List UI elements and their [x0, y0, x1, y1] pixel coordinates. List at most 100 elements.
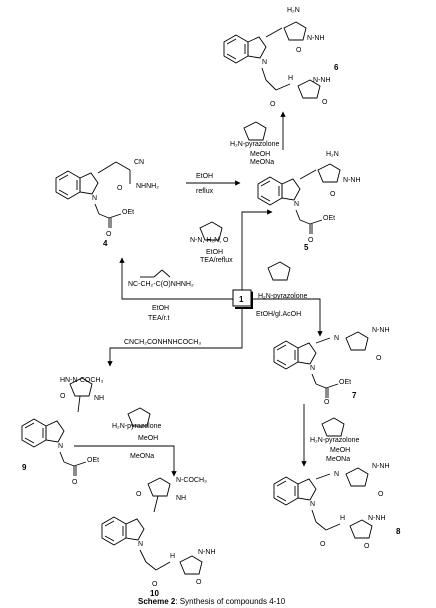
r15-cond-1: EtOH: [206, 249, 223, 256]
svg-text:N: N: [310, 365, 315, 372]
c4-ethoxy: OEt: [122, 209, 134, 216]
svg-text:N: N: [262, 59, 267, 66]
svg-text:N: N: [58, 443, 63, 450]
r910-cond-2: MeONa: [130, 453, 154, 460]
compound-9: HN-N-COCH₃ O NH N OEt O 9: [21, 377, 104, 486]
c4-ester-oxo: O: [106, 231, 112, 238]
svg-text:N: N: [138, 541, 143, 548]
arrow-1-to-5: [241, 209, 273, 290]
r17-cond-1: EtOH/gl.AcOH: [256, 311, 301, 318]
reagent-1-to-5: N-N, H₂N, O EtOH TEA/reflux: [190, 221, 233, 264]
compound-5-number: 5: [304, 243, 309, 252]
svg-text:Scheme 2: Synthesis of compoun: Scheme 2: Synthesis of compounds 4-10: [138, 597, 286, 606]
r45-cond-2: reflux: [196, 188, 214, 195]
caption-text: : Synthesis of compounds 4-10: [175, 597, 285, 606]
compound-8: N N N-NH O O H N-NH O 8: [273, 463, 401, 550]
c4-nitrile: CN: [134, 159, 144, 166]
c7-ring-oxo: O: [376, 355, 382, 362]
r14-cond-2: TEA/r.t: [148, 315, 169, 322]
scheme-caption: Scheme 2: Synthesis of compounds 4-10: [138, 597, 286, 606]
compound-10-number: 10: [150, 589, 159, 598]
compound-7-number: 7: [352, 391, 357, 400]
compound-7: N N N-NH O OEt O 7: [273, 327, 390, 406]
c5-amine: H₂N: [326, 151, 339, 158]
svg-text:N: N: [310, 501, 315, 508]
arrow-1-to-4: [119, 257, 233, 300]
c7-ethoxy: OEt: [339, 379, 351, 386]
arrow-1-to-7: [252, 298, 323, 337]
compound-1-box: 1: [232, 289, 253, 309]
c4-hydrazide: NHNH₂: [136, 183, 159, 190]
svg-text:N: N: [294, 201, 299, 208]
c4-carbonyl-oxo: O: [117, 185, 123, 192]
c8-imine-n: N: [334, 471, 339, 478]
compound-4-number: 4: [103, 239, 108, 248]
c8-ring2-nh: N-NH: [368, 515, 386, 522]
c9-ring-oxo: O: [60, 393, 66, 400]
c9-ester-oxo: O: [72, 479, 78, 486]
r910-cond-1: MeOH: [138, 435, 158, 442]
c8-ring-nh: N-NH: [372, 463, 390, 470]
compound-8-number: 8: [396, 527, 401, 536]
reagent-7-to-8: H₂N-pyrazolone MeOH MeONa: [310, 417, 360, 463]
arrow-1-to-9: [107, 308, 243, 367]
r45-cond-1: EtOH: [196, 173, 213, 180]
c10-ring2-oxo: O: [196, 579, 202, 586]
reagent-9-to-10: H₂N-pyrazolone MeOH MeONa: [112, 407, 162, 460]
c10-amide-nh: H: [170, 553, 175, 560]
r56-amine: H₂N-pyrazolone: [230, 141, 280, 148]
r17-amine: H₂N-pyrazolone: [258, 293, 308, 300]
c10-imino: NH: [176, 495, 186, 502]
compound-5: N H₂N N-NH O OEt O 5: [257, 151, 361, 252]
c7-ring-nh: N-NH: [372, 327, 390, 334]
c5-ethoxy: OEt: [323, 215, 335, 222]
r14-reagent: NC-CH₂-C(O)NHNH₂: [128, 281, 194, 288]
c6-ring2-oxo: O: [322, 99, 328, 106]
c10-ring-oxo: O: [136, 491, 142, 498]
c6-amine: H₂N: [287, 7, 300, 14]
compound-4: N CN O NHNH₂ OEt O 4: [55, 159, 159, 248]
c10-amide-oxo: O: [152, 581, 158, 588]
c6-ring2-nh: N-NH: [313, 77, 331, 84]
r78-cond-2: MeONa: [326, 456, 350, 463]
r15-cond-2: TEA/reflux: [200, 257, 233, 264]
c9-ethoxy: OEt: [87, 457, 99, 464]
c10-ring2-nh: N-NH: [198, 549, 216, 556]
compound-6: N H₂N N-NH O O H N-NH O 6: [223, 7, 339, 108]
compound-10: N-COCH₃ O NH N O H N-NH O 10: [101, 477, 216, 598]
c5-ring-nh: N-NH: [343, 177, 361, 184]
r19-reagent: CNCH₂CONHNHCOCH₃: [124, 339, 201, 346]
c7-imine-n: N: [334, 335, 339, 342]
compound-1-number: 1: [239, 295, 244, 304]
c8-amide-nh: H: [340, 515, 345, 522]
arrow-9-to-10: [74, 445, 177, 477]
c9-ring-top: HN-N-COCH₃: [60, 377, 103, 384]
c9-imino: NH: [94, 395, 104, 402]
c8-ring-oxo: O: [378, 491, 384, 498]
r910-amine: H₂N-pyrazolone: [112, 423, 162, 430]
c6-amide-nh: H: [288, 75, 293, 82]
c7-ester-oxo: O: [324, 399, 330, 406]
caption-label: Scheme 2: [138, 597, 176, 606]
r78-cond-1: MeOH: [330, 447, 350, 454]
r15-reagent: N-N, H₂N, O: [190, 237, 229, 244]
c5-ester-oxo: O: [308, 237, 314, 244]
svg-text:N: N: [92, 195, 97, 202]
c6-amide-oxo: O: [270, 101, 276, 108]
c6-ring-oxo: O: [296, 47, 302, 54]
c8-ring2-oxo: O: [364, 543, 370, 550]
r78-amine: H₂N-pyrazolone: [310, 437, 360, 444]
compound-6-number: 6: [334, 63, 339, 72]
c8-amide-oxo: O: [320, 541, 326, 548]
reagent-1-to-4: NC-CH₂-C(O)NHNH₂ EtOH TEA/r.t: [128, 269, 194, 322]
c5-ring-oxo: O: [330, 191, 336, 198]
c6-ring-nh: N-NH: [307, 35, 325, 42]
r56-cond-1: MeOH: [250, 151, 270, 158]
reagent-5-to-6: H₂N-pyrazolone MeOH MeONa: [230, 121, 280, 166]
r14-cond-1: EtOH: [152, 305, 169, 312]
reagent-1-to-7: H₂N-pyrazolone EtOH/gl.AcOH: [256, 261, 308, 318]
c10-ring-top: N-COCH₃: [176, 477, 207, 484]
r56-cond-2: MeONa: [250, 159, 274, 166]
